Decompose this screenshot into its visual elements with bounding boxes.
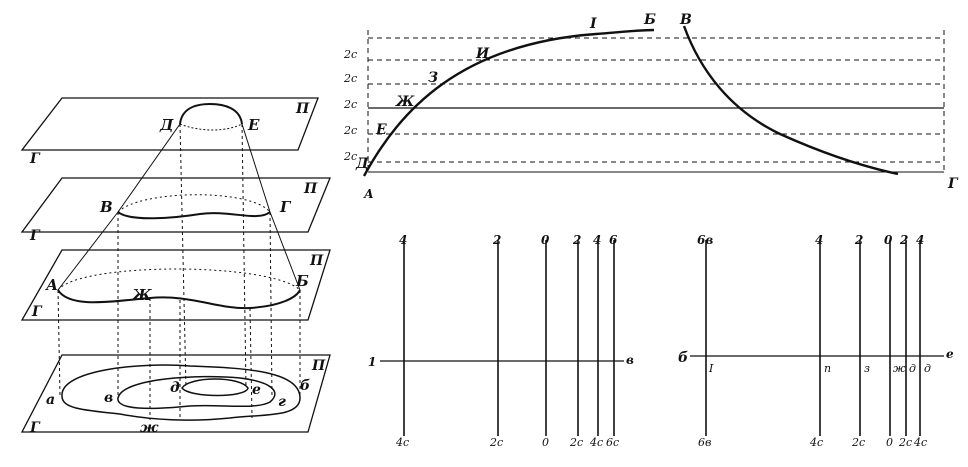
profile-curve-left (362, 28, 655, 177)
label-V: В (99, 198, 113, 216)
section-right-bottom: 4с (913, 436, 927, 449)
base-label-v: в (104, 390, 113, 406)
section-right-bottom: 4с (809, 436, 823, 449)
label-D: Д (159, 116, 174, 134)
base-contour-middle (117, 375, 276, 410)
section-left-bottom: 0 (542, 436, 549, 449)
plane-label-G3: Г (31, 304, 43, 320)
profile-level-lines (368, 37, 944, 163)
contour-AB-back (57, 268, 301, 291)
projection-lines (57, 123, 301, 420)
base-label-b: б (300, 378, 310, 394)
contour-AB (57, 289, 301, 310)
plane-2 (20, 177, 331, 233)
contour-VG-back (117, 194, 271, 213)
section-right-axis-end: е (946, 347, 954, 361)
plane-1 (20, 97, 319, 151)
section-left-top: 4 (399, 233, 407, 247)
section-right-top: 4 (815, 233, 823, 247)
base-contour-outer (61, 364, 301, 421)
level-label-5: 2с (343, 150, 357, 163)
section-right-point: д (924, 362, 931, 375)
profile-label-Z: З (428, 70, 438, 86)
section-left-top: 2 (572, 233, 581, 247)
base-label-a: а (46, 392, 55, 408)
profile-label-E: Е (375, 122, 387, 138)
label-G: Г (279, 198, 292, 216)
section-left-bottom: 6с (606, 436, 619, 449)
level-label-1: 2с (343, 48, 357, 61)
base-label-d: д (170, 380, 180, 396)
plane-label-P3: П (309, 253, 324, 269)
section-left-top: 2 (492, 233, 501, 247)
profile-label-I: I (589, 16, 597, 32)
profile-label-I2: И (475, 46, 490, 62)
section-right-bottom: 2с (851, 436, 865, 449)
section-left-bottom: 2с (569, 436, 583, 449)
section-right-point: п (824, 362, 831, 375)
section-right-axis-start: б (678, 350, 688, 366)
label-A: А (45, 276, 58, 294)
section-left-bottom: 2с (489, 436, 503, 449)
section-right-top: 2 (854, 233, 863, 247)
plane-4 (20, 354, 331, 433)
section-left-bottom: 4с (589, 436, 603, 449)
base-label-g: г (278, 394, 286, 410)
section-right-point: ж (893, 362, 906, 375)
section-right-point: I (708, 362, 714, 375)
section-right: 6в 4 2 0 2 4 6в 4с 2с 0 2с 4с б е I п з … (678, 233, 954, 449)
profile-label-D: Д (355, 156, 369, 172)
section-right-top: 4 (916, 233, 924, 247)
base-contour-inner (181, 378, 249, 397)
section-right-top: 0 (884, 233, 893, 247)
plane-label-G2: Г (29, 228, 41, 244)
plane-3 (20, 249, 331, 321)
plane-label-P2: П (303, 181, 318, 197)
section-left-bottom: 4с (395, 436, 409, 449)
profile-label-V: В (679, 12, 692, 28)
contour-DE (179, 102, 243, 125)
section-left-axis-end: в (626, 353, 634, 367)
section-left-top: 0 (541, 233, 550, 247)
section-right-point: з (864, 362, 870, 375)
profile-curve-right (682, 25, 899, 176)
profile-diagram: I Б В И З Ж Е Д А Г 2с 2с 2с 2с 2с (343, 12, 959, 201)
cone-edges (57, 123, 301, 291)
section-right-top: 6в (697, 233, 713, 247)
base-label-zh: ж (140, 420, 159, 436)
profile-label-B: Б (643, 12, 656, 28)
section-right-bottom: 6в (698, 436, 711, 449)
section-left: 4 2 0 2 4 6 4с 2с 0 2с 4с 6с 1 в (368, 233, 634, 449)
base-label-e: е (252, 382, 261, 398)
plane-label-P4: П (311, 358, 326, 374)
section-left-axis-start: 1 (368, 355, 376, 369)
contour-VG (117, 211, 271, 220)
label-Zh: Ж (131, 286, 152, 304)
section-right-bottom: 0 (886, 436, 893, 449)
plane-label-P1: П (295, 101, 310, 117)
section-left-top: 4 (593, 233, 601, 247)
section-left-top: 6 (609, 233, 618, 247)
profile-label-A: А (363, 187, 374, 201)
level-label-4: 2с (343, 124, 357, 137)
section-right-point: д (909, 362, 916, 375)
plane-label-G4: Г (29, 420, 41, 436)
section-right-bottom: 2с (898, 436, 912, 449)
profile-label-G: Г (947, 176, 959, 192)
profile-label-Zh: Ж (395, 94, 415, 110)
plane-label-G1: Г (29, 151, 41, 167)
label-B: Б (295, 272, 309, 290)
label-E: Е (247, 116, 260, 134)
contour-DE-back (179, 123, 243, 131)
level-label-3: 2с (343, 98, 357, 111)
section-right-top: 2 (899, 233, 908, 247)
plane-stack: П Г Д Е П Г В Г П Г А Ж Б П Г а в д е г … (20, 97, 331, 436)
level-label-2: 2с (343, 72, 357, 85)
